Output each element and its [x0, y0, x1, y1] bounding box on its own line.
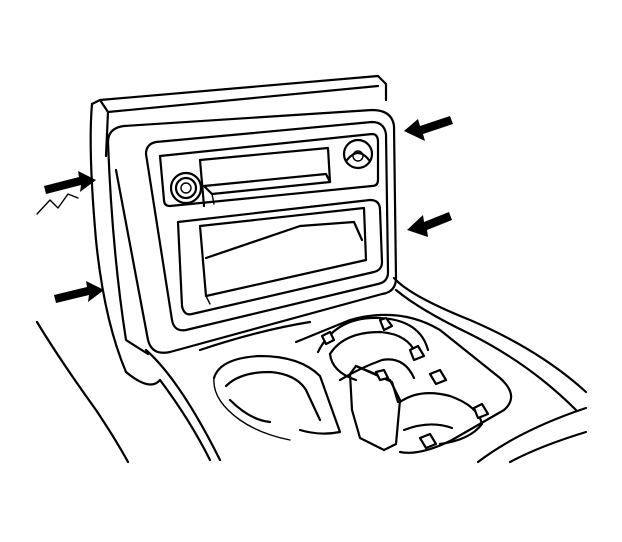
callout-arrow-upper-left [44, 171, 96, 194]
upper-storage-compartment [158, 132, 380, 208]
console-trim-bezel [98, 74, 398, 386]
center-console-base [144, 276, 588, 464]
callout-arrow-lower-right [407, 212, 452, 237]
lower-storage-compartment [176, 198, 384, 316]
cigarette-lighter [169, 171, 203, 205]
cup-holder [294, 313, 513, 454]
dash-side-panel [35, 98, 130, 464]
callout-arrow-upper-right [404, 116, 453, 141]
callout-arrow-lower-left [54, 281, 104, 303]
power-outlet [342, 138, 374, 170]
